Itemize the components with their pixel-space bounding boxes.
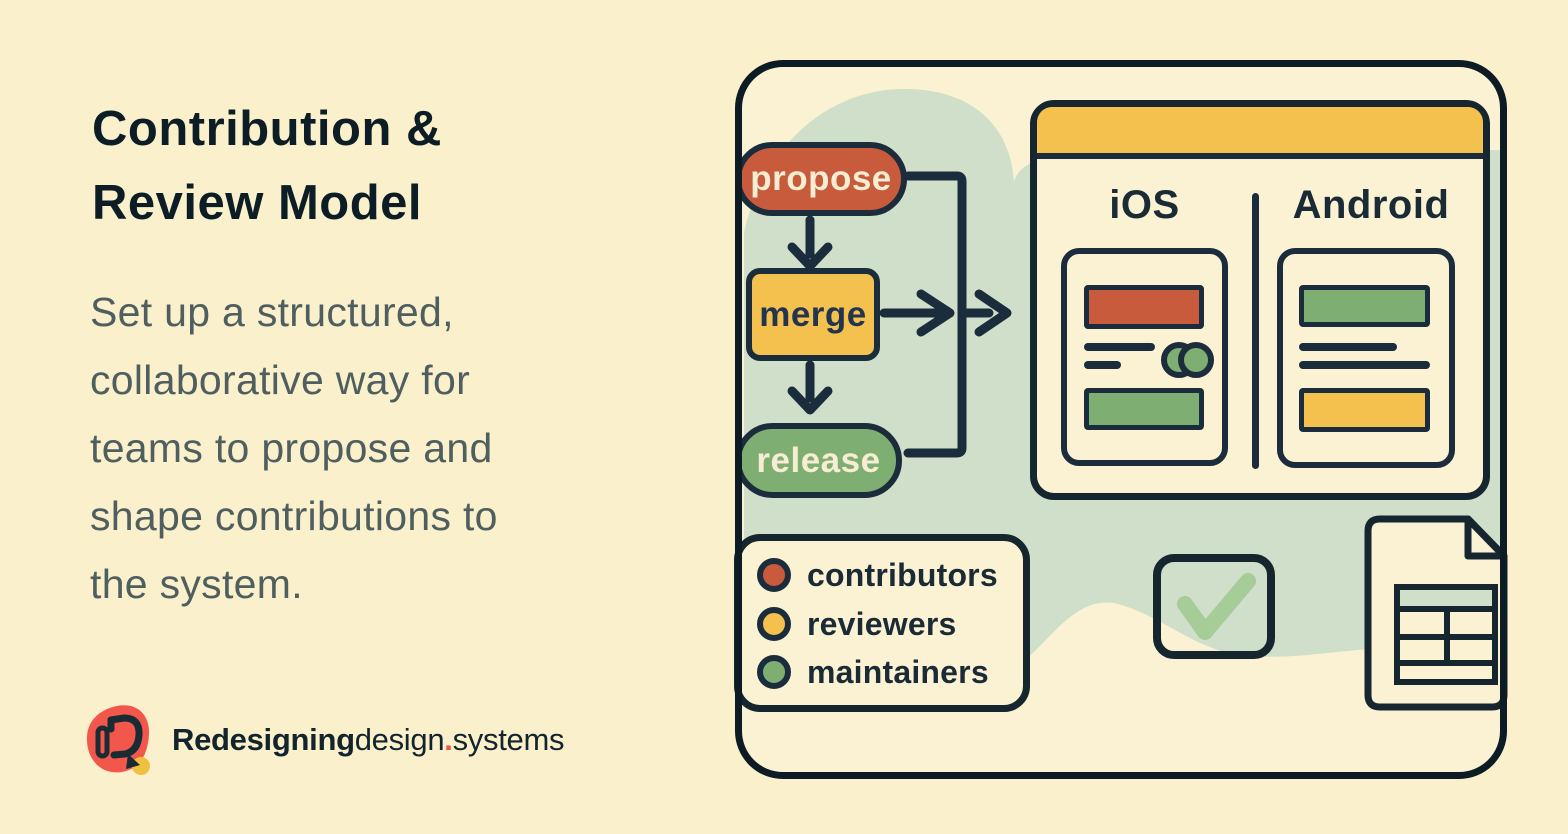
- legend-item-maintainers: maintainers: [757, 654, 989, 690]
- android-card: [1277, 248, 1455, 468]
- document-icon: [1364, 515, 1508, 711]
- ios-card: [1061, 248, 1228, 466]
- title-line-1: Contribution &: [92, 102, 442, 156]
- flow-node-label: propose: [750, 159, 892, 198]
- text-line: [1084, 343, 1155, 351]
- checkbox-icon: [1153, 554, 1275, 659]
- checkmark-icon: [1177, 573, 1256, 640]
- flow-node-label: merge: [759, 294, 867, 334]
- android-reviewer-bar: [1299, 388, 1430, 432]
- ios-contributor-bar: [1084, 285, 1204, 329]
- brand-dot: .: [444, 722, 453, 757]
- brand-part-bold: Redesigning: [172, 722, 355, 757]
- brand-footer: Redesigningdesign.systems: [84, 698, 644, 782]
- page-title: Contribution & Review Model: [92, 92, 442, 240]
- flow-node-merge: merge: [746, 268, 880, 361]
- description-line: teams to propose and: [90, 425, 493, 471]
- toggle-icon: [1161, 342, 1214, 378]
- column-label-android: Android: [1292, 183, 1450, 227]
- legend-label: maintainers: [807, 653, 989, 690]
- app-window: iOS Android: [1030, 100, 1490, 500]
- title-line-2: Review Model: [92, 176, 423, 230]
- legend-item-reviewers: reviewers: [757, 606, 956, 642]
- text-line: [1299, 343, 1397, 351]
- page-description: Set up a structured, collaborative way f…: [90, 278, 498, 618]
- description-line: the system.: [90, 561, 303, 607]
- description-line: Set up a structured,: [90, 289, 454, 335]
- brand-part-tail: systems: [452, 722, 565, 757]
- legend-label: contributors: [807, 556, 998, 593]
- description-line: shape contributions to: [90, 493, 498, 539]
- description-line: collaborative way for: [90, 357, 471, 403]
- logo-icon: [84, 703, 154, 777]
- text-line: [1299, 361, 1430, 369]
- android-maintainer-bar: [1299, 285, 1430, 327]
- column-divider: [1252, 193, 1259, 469]
- intro-section: Contribution & Review Model Set up a str…: [0, 0, 700, 834]
- reviewer-dot-icon: [757, 607, 791, 641]
- column-label-ios: iOS: [1109, 183, 1180, 227]
- legend-item-contributors: contributors: [757, 557, 998, 593]
- maintainer-dot-icon: [757, 655, 791, 689]
- legend-box: contributors reviewers maintainers: [734, 534, 1030, 712]
- contributor-dot-icon: [757, 558, 791, 592]
- legend-label: reviewers: [807, 605, 957, 642]
- brand-part-light: design: [354, 722, 445, 757]
- table-grid-icon: [1394, 584, 1498, 685]
- text-line: [1084, 361, 1121, 369]
- ios-maintainer-bar: [1084, 388, 1204, 430]
- flow-node-label: release: [756, 440, 881, 480]
- brand-name: Redesigningdesign.systems: [172, 722, 564, 758]
- flow-node-propose: propose: [735, 142, 907, 216]
- flow-node-release: release: [735, 423, 902, 498]
- folded-corner-icon: [1464, 515, 1508, 560]
- app-window-header: [1037, 107, 1483, 159]
